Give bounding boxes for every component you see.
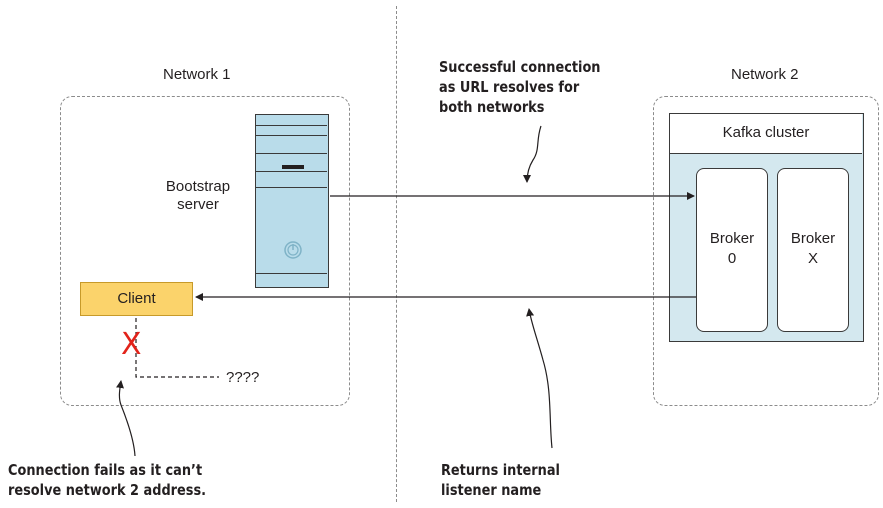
kafka-cluster: Kafka cluster Broker 0 Broker X [669, 113, 864, 342]
server-bay-5 [256, 187, 327, 188]
server-bay-1 [256, 125, 327, 126]
client-label: Client [117, 290, 156, 307]
failed-connection-path [135, 318, 219, 378]
broker-x-label-line1: Broker [790, 230, 836, 247]
network-1-label: Network 1 [163, 66, 231, 83]
kafka-cluster-header: Kafka cluster [670, 114, 862, 154]
server-bay-3 [256, 153, 327, 154]
network-2-boundary [653, 96, 879, 406]
broker-0-label-line1: Broker [709, 230, 755, 247]
fails-callout-pointer [116, 380, 136, 457]
bootstrap-server-label: Bootstrap server [165, 178, 231, 213]
fails-callout: Connection fails as it can’t resolve net… [8, 461, 207, 499]
returns-callout-pointer [526, 308, 553, 449]
server-drive-slot [282, 165, 304, 169]
server-bay-4 [256, 171, 327, 172]
failure-x-mark: X [121, 327, 142, 362]
bootstrap-server-icon [255, 114, 329, 288]
returns-callout: Returns internal listener name [441, 461, 560, 499]
unknown-address-label: ???? [226, 369, 260, 386]
success-callout: Successful connection as URL resolves fo… [439, 58, 601, 116]
power-icon [284, 241, 302, 259]
broker-0: Broker 0 [696, 168, 768, 332]
server-bay-2 [256, 135, 327, 136]
network-divider [396, 6, 397, 502]
server-base-line [256, 273, 327, 274]
broker-x: Broker X [777, 168, 849, 332]
success-callout-pointer [523, 125, 542, 183]
client-box: Client [80, 282, 193, 316]
kafka-cluster-label: Kafka cluster [722, 124, 810, 141]
network-1-boundary [60, 96, 350, 406]
broker-0-label-line2: 0 [727, 250, 737, 267]
network-2-label: Network 2 [731, 66, 799, 83]
broker-x-label-line2: X [807, 250, 818, 267]
